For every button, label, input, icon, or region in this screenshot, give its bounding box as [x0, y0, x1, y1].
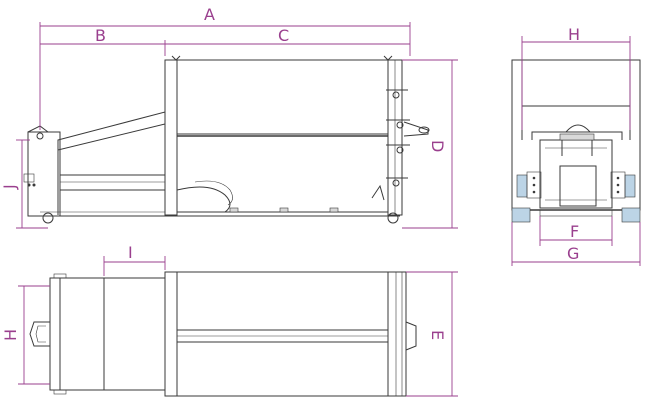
dimension-label-b: B	[95, 26, 106, 45]
dimension-label-i: I	[128, 243, 133, 262]
dimension-label-g: G	[567, 244, 579, 263]
dimension-label-d: D	[428, 140, 447, 152]
top-view	[29, 271, 417, 397]
dimension-label-e: E	[428, 330, 447, 340]
dimension-label-a: A	[204, 5, 215, 24]
side-view	[23, 55, 430, 224]
dimension-label-h-top: H	[1, 329, 20, 341]
dimension-label-j: J	[0, 184, 19, 190]
front-view	[511, 59, 641, 223]
side-view-dimensions	[16, 22, 458, 229]
dimension-label-f: F	[570, 222, 579, 241]
top-view-dimensions	[18, 256, 458, 397]
front-view-dimensions	[511, 36, 641, 266]
dimension-label-c: C	[278, 26, 289, 45]
dimension-label-h-front: H	[568, 25, 580, 44]
